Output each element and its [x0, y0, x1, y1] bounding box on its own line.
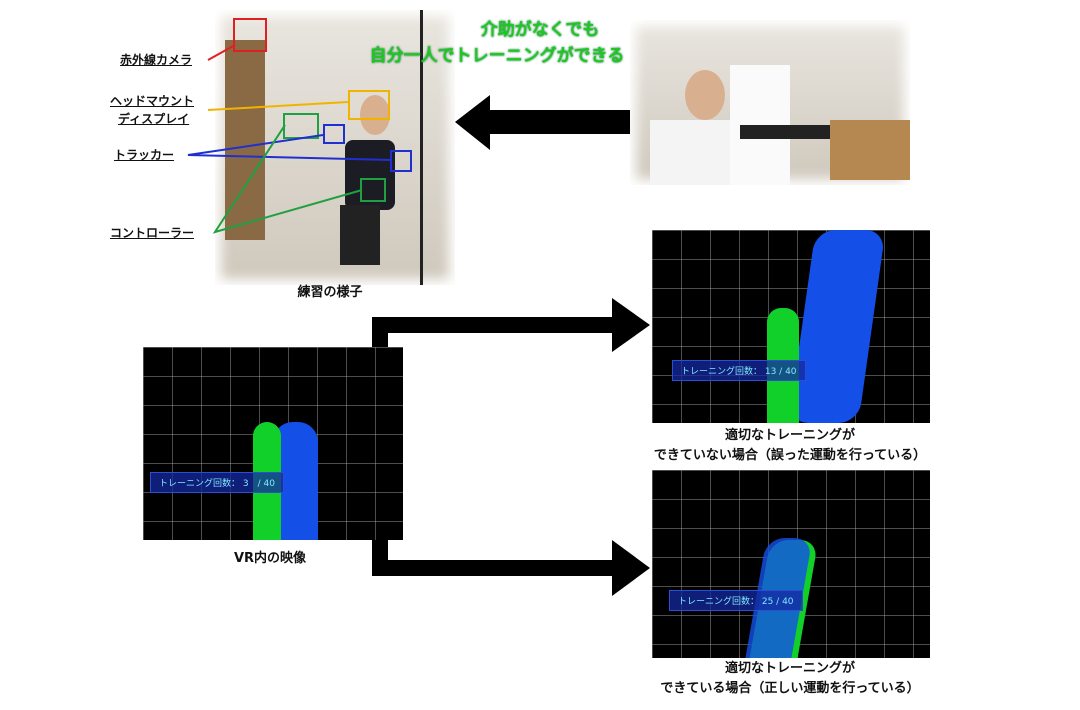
vr-view-initial: トレーニング回数： 3 / 40: [143, 347, 403, 540]
vr-caption: VR内の映像: [233, 551, 307, 566]
headline-line1: 介助がなくでも: [480, 20, 600, 40]
training-counter: トレーニング回数： 13 / 40: [672, 360, 806, 381]
label-ir-camera: 赤外線カメラ: [120, 53, 193, 67]
correct-caption-line2: できている場合（正しい運動を行っている）: [660, 681, 920, 696]
vr-view-incorrect: トレーニング回数： 13 / 40: [652, 230, 930, 423]
practice-caption: 練習の様子: [297, 285, 363, 300]
hmd-highlight: [348, 90, 390, 120]
label-controller: コントローラー: [110, 226, 195, 240]
practice-photo: [215, 10, 455, 285]
training-counter: トレーニング回数： 3 / 40: [150, 472, 284, 493]
tracker-highlight: [390, 150, 412, 172]
label-hmd-line2: ディスプレイ: [118, 112, 190, 126]
avatar-arm-blue: [788, 230, 886, 423]
correct-caption-line1: 適切なトレーニングが: [724, 661, 855, 676]
assisted-training-photo: [630, 20, 910, 185]
camera-highlight: [233, 18, 267, 52]
headline-line2: 自分一人でトレーニングができる: [369, 46, 625, 66]
incorrect-caption-line2: できていない場合（誤った運動を行っている）: [653, 448, 927, 463]
training-counter: トレーニング回数： 25 / 40: [669, 590, 803, 611]
incorrect-caption-line1: 適切なトレーニングが: [724, 428, 855, 443]
tracker-highlight: [323, 124, 345, 144]
vr-view-correct: トレーニング回数： 25 / 40: [652, 470, 930, 658]
label-tracker: トラッカー: [114, 148, 175, 162]
label-hmd-line1: ヘッドマウント: [110, 94, 195, 108]
